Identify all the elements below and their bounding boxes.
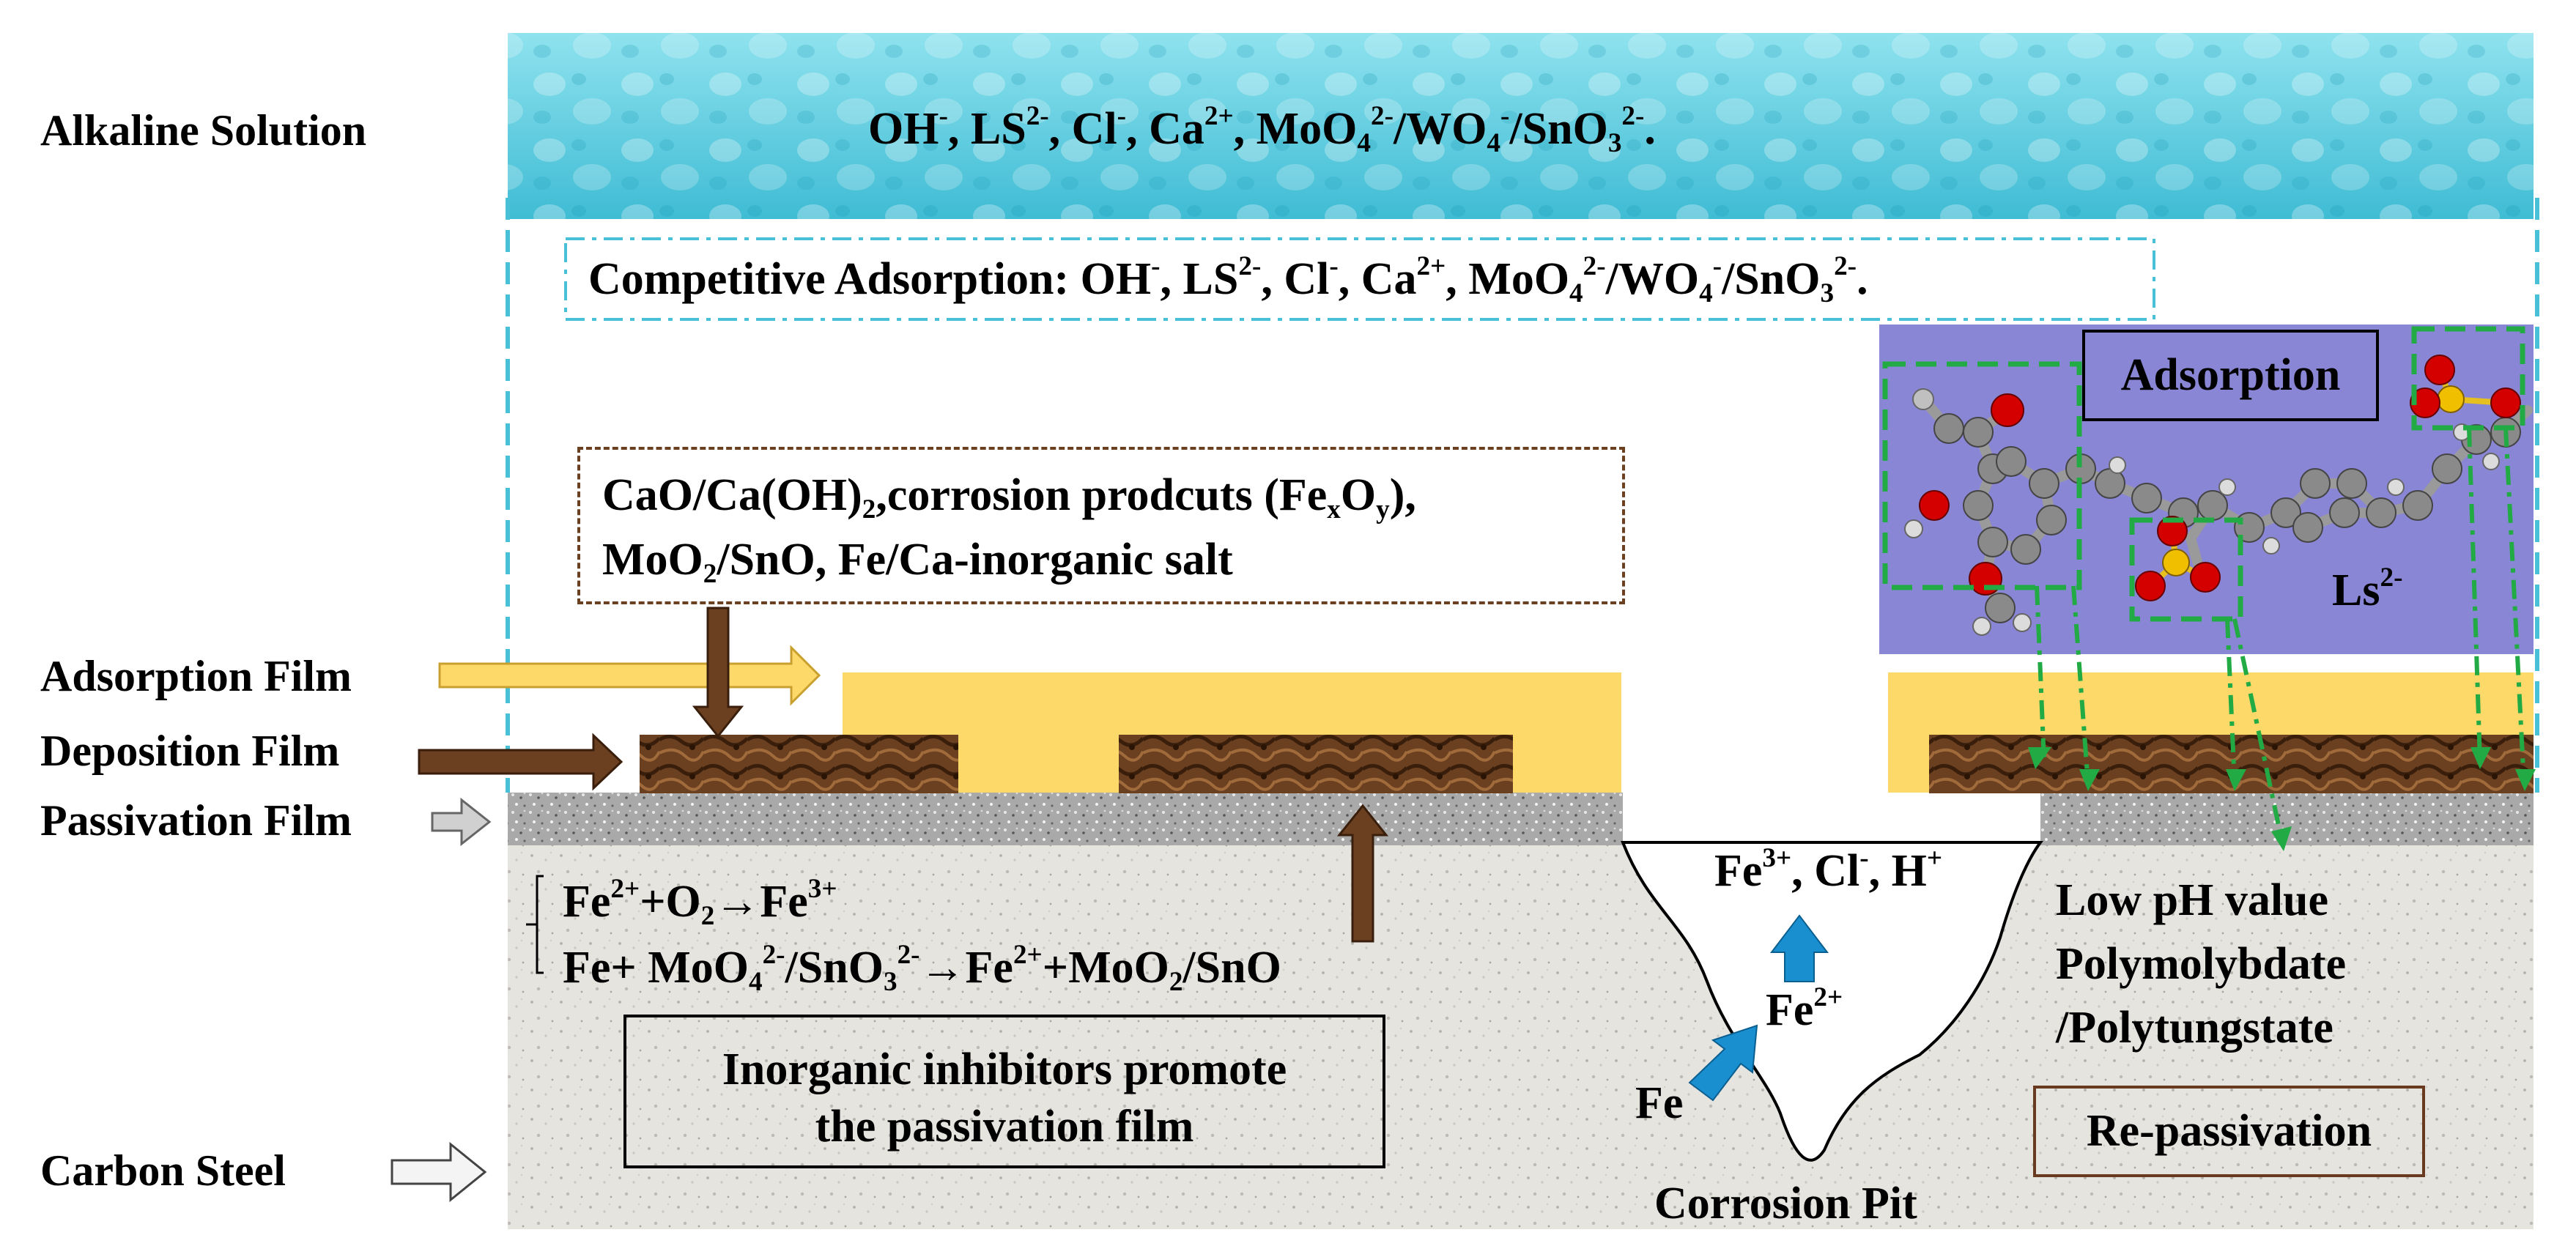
passivation-film-arrow — [431, 797, 492, 847]
corrosion-pit-label: Corrosion Pit — [1654, 1179, 1917, 1228]
adsorption-title: Adsorption — [2082, 330, 2379, 421]
re-passivation-box: Re-passivation — [2033, 1086, 2425, 1177]
ligand-box-3 — [2411, 326, 2525, 431]
carbon-steel-layer — [508, 842, 2534, 1229]
deposit-composition-box — [577, 447, 1625, 604]
low-ph-label: Low pH value — [2056, 875, 2329, 925]
carbon-steel-arrow — [391, 1141, 487, 1203]
alkaline-solution-label: Alkaline Solution — [40, 106, 367, 155]
reaction-2: Fe+ MoO42-/SnO32-→Fe2++MoO2/SnO — [563, 939, 1281, 998]
deposition-block-1 — [640, 735, 958, 793]
deposit-down-arrow — [692, 607, 744, 738]
pit-ions: Fe3+, Cl-, H+ — [1714, 842, 1943, 896]
inhibitor-line-2: the passivation film — [815, 1102, 1194, 1152]
fe2-to-fe3-arrow — [1769, 914, 1829, 982]
adsorption-film-arrow — [438, 645, 821, 706]
polymolybdate-label: Polymolybdate — [2056, 939, 2347, 989]
reaction-1: Fe2++O2→Fe3+ — [563, 873, 837, 932]
molecule-atoms — [1904, 355, 2521, 636]
ligand-box-1 — [1882, 361, 2082, 590]
reaction-up-arrow — [1336, 804, 1389, 943]
fe-to-fe2-arrow — [1688, 1024, 1758, 1102]
film-arrows — [391, 645, 821, 1203]
deposit-line-2: MoO2/SnO, Fe/Ca-inorganic salt — [602, 535, 1233, 590]
deposition-film-arrow — [418, 733, 623, 791]
solution-ions: OH-, LS2-, Cl-, Ca2+, MoO42-/WO4-/SnO32-… — [868, 100, 1656, 159]
corrosion-pit-shape — [1621, 841, 2043, 1162]
passivation-film-label: Passivation Film — [40, 796, 352, 845]
pit-fe: Fe — [1635, 1078, 1684, 1128]
deposit-line-1: CaO/Ca(OH)2,corrosion prodcuts (FexOy), — [602, 470, 1416, 525]
ligand-box-2 — [2129, 517, 2243, 622]
competitive-adsorption-text: Competitive Adsorption: OH-, LS2-, Cl-, … — [588, 251, 1868, 309]
passivation-film-left — [508, 793, 1623, 845]
adsorption-film-label: Adsorption Film — [40, 652, 352, 700]
deposition-film-label: Deposition Film — [40, 727, 340, 775]
carbon-steel-label: Carbon Steel — [40, 1146, 286, 1195]
ls-label: Ls2- — [2332, 562, 2403, 615]
deposition-block-2 — [1119, 735, 1513, 793]
pit-fe2: Fe2+ — [1766, 982, 1843, 1035]
inhibitor-line-1: Inorganic inhibitors promote — [722, 1045, 1287, 1094]
inhibitor-box: Inorganic inhibitors promote the passiva… — [623, 1015, 1385, 1168]
polytungstate-label: /Polytungstate — [2056, 1003, 2333, 1053]
competitive-box-border — [564, 237, 2155, 321]
